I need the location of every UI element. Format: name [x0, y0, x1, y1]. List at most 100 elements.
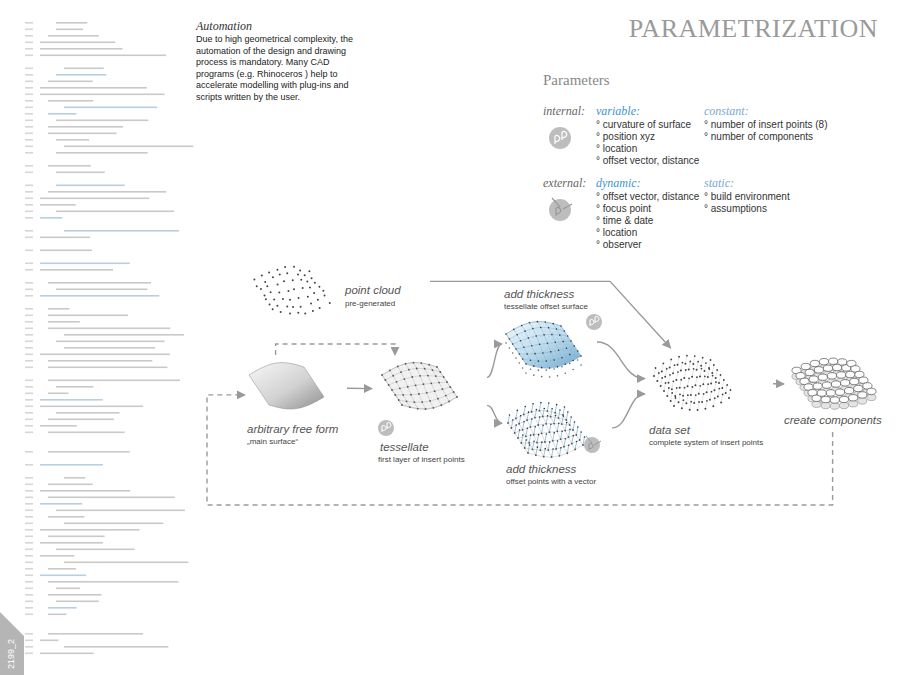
insert-point — [582, 444, 584, 446]
insert-point — [292, 279, 294, 281]
code-line — [48, 451, 130, 453]
point-link — [708, 369, 710, 377]
mesh-line — [513, 335, 568, 344]
mesh-line — [524, 414, 544, 456]
offset-vector — [518, 430, 520, 438]
code-line — [64, 107, 157, 109]
insert-point — [413, 401, 415, 403]
insert-point — [567, 335, 569, 337]
mesh-line — [516, 418, 536, 455]
point-link — [707, 384, 709, 392]
insert-point — [726, 384, 728, 386]
insert-point — [562, 341, 564, 343]
component-cell — [809, 376, 818, 382]
insert-point — [553, 432, 555, 434]
component-cell — [826, 390, 835, 396]
insert-point — [564, 372, 566, 374]
component-cell — [846, 371, 855, 377]
insert-point — [692, 363, 694, 365]
component-cell — [833, 364, 842, 370]
component-cell — [854, 385, 863, 391]
point-link — [672, 381, 674, 389]
insert-point — [273, 298, 275, 300]
insert-point — [564, 330, 566, 332]
insert-point — [548, 402, 550, 404]
code-line — [25, 68, 33, 70]
code-line — [40, 237, 90, 239]
offset-vector — [554, 416, 556, 424]
code-line — [40, 529, 140, 531]
insert-point — [526, 419, 528, 421]
step-subtitle: „main surface“ — [247, 437, 298, 447]
insert-point — [418, 393, 420, 395]
insert-point — [677, 364, 679, 366]
code-line — [64, 146, 193, 148]
mesh-line — [525, 440, 580, 450]
insert-point — [664, 376, 666, 378]
point-link — [674, 398, 676, 406]
point-link — [709, 360, 711, 368]
code-line — [40, 269, 113, 271]
insert-point — [704, 375, 706, 377]
insert-point — [700, 365, 702, 367]
code-line — [25, 412, 33, 414]
insert-point — [547, 342, 549, 344]
code-line — [40, 399, 103, 401]
insert-point — [653, 375, 655, 377]
insert-point — [453, 391, 455, 393]
insert-point — [552, 440, 554, 442]
insert-point — [417, 408, 419, 410]
component-cell — [841, 380, 850, 386]
insert-point — [550, 416, 552, 418]
insert-point — [419, 375, 421, 377]
insert-point — [398, 399, 400, 401]
insert-point — [693, 368, 695, 370]
insert-point — [571, 443, 573, 445]
flow-arrow — [597, 342, 645, 379]
insert-point — [682, 395, 684, 397]
insert-point — [529, 322, 531, 324]
point-link — [678, 357, 680, 365]
code-line — [48, 419, 114, 421]
flow-arrow — [773, 383, 784, 385]
insert-point — [264, 281, 266, 283]
insert-point — [297, 312, 299, 314]
code-line — [25, 542, 33, 544]
body-text: Due to high geometrical complexity, the … — [196, 34, 368, 103]
component-cell — [837, 372, 846, 378]
offset-vector — [559, 448, 561, 456]
insert-point — [515, 424, 517, 426]
insert-point — [713, 389, 715, 391]
insert-point — [560, 438, 562, 440]
code-line — [25, 42, 33, 44]
code-line — [48, 594, 102, 596]
code-line — [25, 646, 33, 648]
insert-point — [668, 387, 670, 389]
insert-point — [543, 456, 545, 458]
mesh-line — [395, 387, 450, 395]
insert-point — [449, 386, 451, 388]
point-link — [680, 380, 682, 388]
insert-point — [718, 382, 720, 384]
insert-point — [551, 456, 553, 458]
code-line — [25, 549, 33, 551]
code-line — [25, 581, 33, 583]
insert-point — [522, 358, 524, 360]
point-link — [693, 356, 695, 364]
offset-vector — [567, 445, 569, 453]
flow-arrow — [487, 405, 502, 423]
insert-point — [408, 369, 410, 371]
code-line — [25, 354, 33, 356]
code-line — [25, 308, 33, 310]
step-title: tessellate — [380, 441, 429, 454]
insert-point — [512, 419, 514, 421]
insert-point — [507, 422, 509, 424]
component-cell — [827, 373, 836, 379]
insert-point — [446, 381, 448, 383]
step-subtitle: complete system of insert points — [649, 438, 763, 448]
offset-vector — [538, 417, 540, 425]
insert-point — [403, 378, 405, 380]
code-line — [56, 139, 89, 141]
insert-point — [533, 365, 535, 367]
insert-point — [670, 359, 672, 361]
